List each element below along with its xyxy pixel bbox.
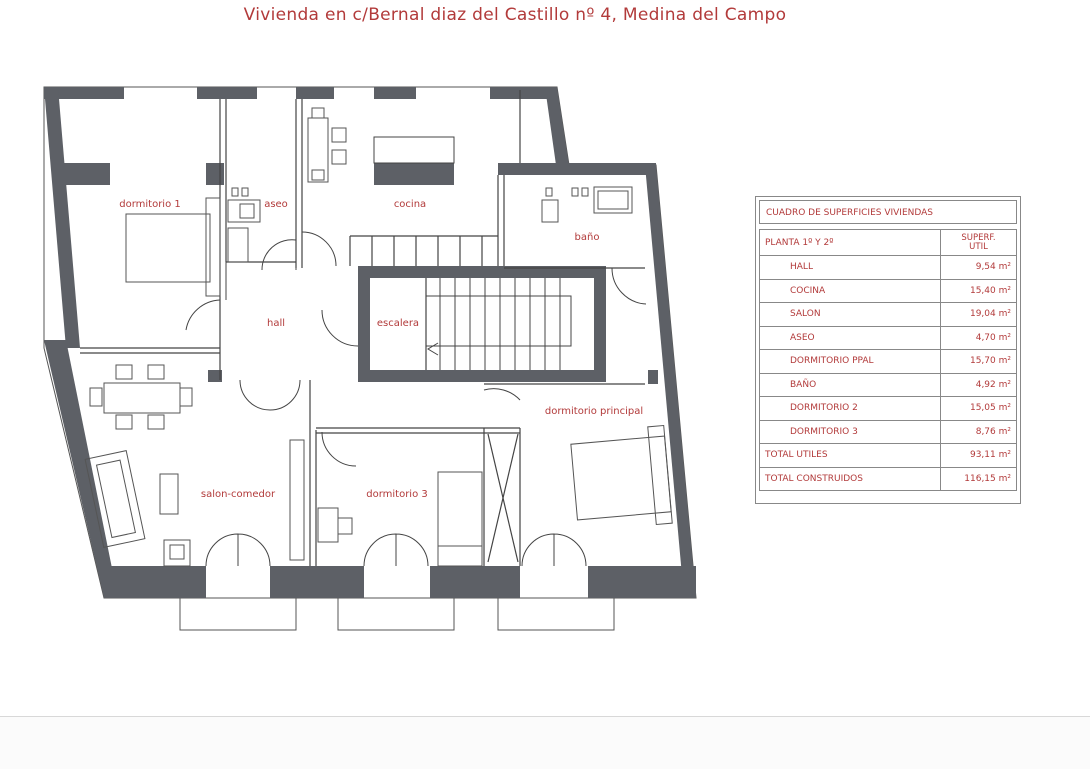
wall-bottom-1 bbox=[104, 566, 206, 598]
wall-bano-top bbox=[498, 163, 656, 175]
wall-top-4 bbox=[374, 87, 416, 99]
surface-table-header: CUADRO DE SUPERFICIES VIVIENDAS bbox=[759, 200, 1017, 224]
label-escalera: escalera bbox=[377, 318, 419, 329]
label-salon-comedor: salon-comedor bbox=[201, 489, 276, 500]
scan-bottom-edge bbox=[0, 716, 1090, 769]
wall-salon-stub bbox=[208, 370, 222, 382]
balconies bbox=[179, 598, 615, 631]
wall-left-upper bbox=[44, 87, 80, 348]
label-hall: hall bbox=[267, 318, 285, 329]
bed-dormitorio-1 bbox=[125, 213, 211, 283]
wall-left-lower bbox=[44, 340, 118, 598]
wall-top-5 bbox=[490, 87, 557, 99]
label-dormitorio-1: dormitorio 1 bbox=[119, 199, 181, 210]
unit-label: SUPERF.UTIL bbox=[940, 229, 1017, 256]
stair-steps bbox=[425, 278, 572, 370]
wall-dorm1-stub bbox=[58, 163, 110, 185]
label-cocina: cocina bbox=[394, 199, 426, 210]
bano-bathtub bbox=[593, 186, 633, 214]
exterior-walls bbox=[44, 87, 696, 598]
wall-bottom-4 bbox=[588, 566, 696, 598]
surface-table: CUADRO DE SUPERFICIES VIVIENDAS PLANTA 1… bbox=[755, 196, 1021, 504]
wall-bottom-3 bbox=[430, 566, 520, 598]
wall-stair-bottom bbox=[358, 370, 606, 382]
wall-stair-right bbox=[594, 266, 606, 380]
aseo-sink bbox=[227, 199, 261, 223]
wall-stair-top bbox=[358, 266, 606, 278]
wall-top-2 bbox=[197, 87, 257, 99]
coffee-table bbox=[159, 473, 179, 515]
furniture bbox=[84, 107, 673, 567]
plant-label: PLANTA 1º Y 2º bbox=[759, 229, 941, 256]
label-bano: baño bbox=[575, 232, 600, 243]
bed-dormitorio-3 bbox=[437, 471, 483, 567]
wall-top-3 bbox=[296, 87, 334, 99]
aseo-toilet bbox=[227, 227, 249, 263]
bano-toilet bbox=[541, 199, 559, 223]
dining-table bbox=[103, 382, 181, 414]
plan-title: Vivienda en c/Bernal diaz del Castillo n… bbox=[243, 5, 787, 25]
wall-bottom-2 bbox=[270, 566, 364, 598]
desk bbox=[317, 507, 339, 543]
wall-right bbox=[645, 165, 696, 598]
label-dormitorio-3: dormitorio 3 bbox=[366, 489, 428, 500]
bed-dormitorio-principal bbox=[570, 435, 672, 521]
kitchen-table bbox=[307, 117, 329, 183]
label-aseo: aseo bbox=[264, 199, 288, 210]
kitchen-counter bbox=[373, 136, 455, 164]
armchair bbox=[163, 539, 191, 567]
wall-right-step bbox=[545, 87, 569, 165]
label-dormitorio-principal: dormitorio principal bbox=[545, 406, 643, 417]
floor-plan: dormitorio 1 aseo cocina baño hall escal… bbox=[43, 86, 697, 631]
room-labels: dormitorio 1 aseo cocina baño hall escal… bbox=[119, 199, 643, 500]
kitchen-counter-top bbox=[374, 163, 454, 185]
wall-right-stub bbox=[648, 370, 658, 384]
sofa bbox=[84, 450, 146, 548]
wall-dorm1-stub-2 bbox=[206, 163, 224, 185]
wall-top-1 bbox=[44, 87, 124, 99]
tv-unit bbox=[289, 439, 305, 561]
interior-walls bbox=[80, 90, 645, 566]
wall-stair-left bbox=[358, 266, 370, 380]
doors bbox=[185, 231, 647, 567]
